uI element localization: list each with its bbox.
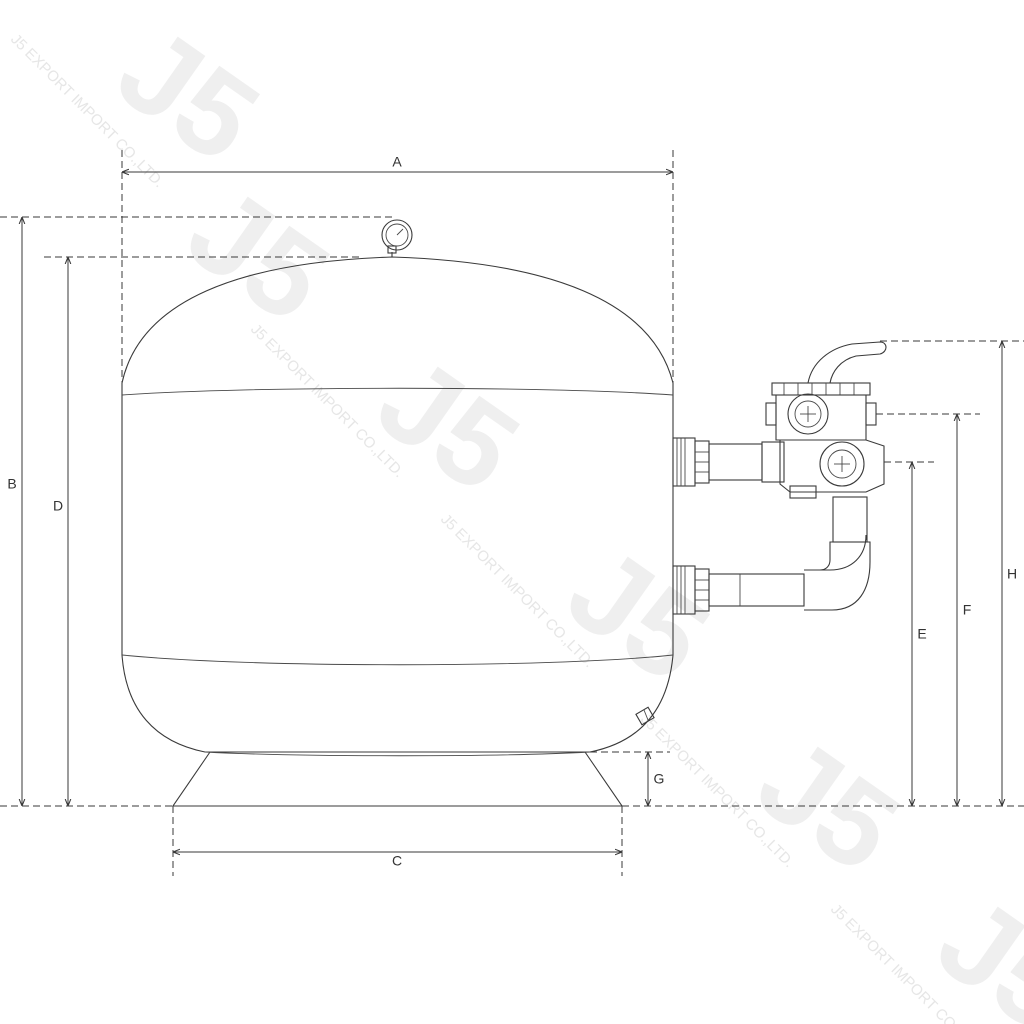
svg-text:J5: J5 (545, 522, 731, 708)
label-f: F (963, 602, 972, 618)
svg-text:J5: J5 (355, 332, 541, 518)
svg-text:J5: J5 (95, 2, 281, 188)
label-c: C (392, 853, 402, 869)
label-a: A (392, 154, 402, 170)
label-b: B (7, 476, 16, 492)
label-d: D (53, 498, 63, 514)
multiport-valve (765, 341, 887, 499)
drain-plug-icon (635, 706, 655, 726)
lower-union-connector (672, 496, 871, 615)
filter-tank (121, 256, 674, 753)
label-h: H (1007, 566, 1017, 582)
label-e: E (917, 626, 926, 642)
tank-base (171, 751, 624, 807)
pressure-gauge-icon (381, 219, 413, 257)
svg-text:J5: J5 (165, 162, 351, 348)
label-g: G (654, 771, 665, 787)
watermark: J5 J5 J5 J5 J5 J5 J5 EXPORT IMPORT CO.,L… (7, 2, 1024, 1024)
svg-text:J5: J5 (735, 712, 921, 898)
dimension-labels: A B D C G E F H (7, 154, 1017, 869)
dimension-lines (22, 172, 1002, 852)
upper-union-connector (672, 437, 785, 487)
